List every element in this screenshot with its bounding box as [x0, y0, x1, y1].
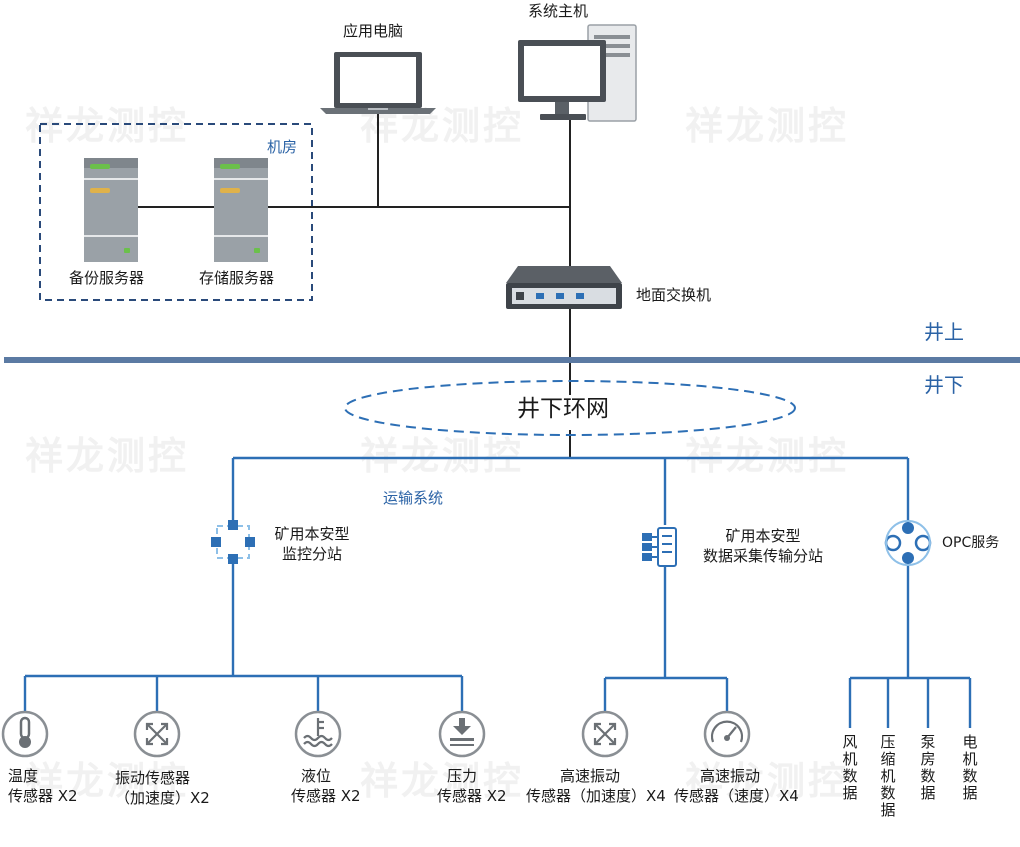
- daq-station-icon: [642, 527, 677, 567]
- machine-room-box: [39, 123, 313, 301]
- machine-room-label: 机房: [267, 138, 298, 156]
- liquid-level-icon: [294, 710, 342, 758]
- network-switch-icon: [506, 266, 622, 309]
- gauge-icon: [703, 710, 751, 758]
- server-icon: [214, 158, 268, 262]
- storage-server-label: 存储服务器: [199, 269, 275, 287]
- below-ground-label: 井下: [924, 373, 964, 397]
- host-label: 系统主机: [528, 2, 589, 20]
- laptop-icon: [320, 52, 436, 114]
- upper-links: [138, 114, 571, 458]
- vibration-icon: [581, 710, 629, 758]
- opc-data-label: 风机数据: [842, 733, 858, 802]
- ground-switch-label: 地面交换机: [636, 286, 712, 304]
- watermark: 祥龙测控: [360, 759, 525, 803]
- sensor-label: 温度 传感器 X2: [8, 767, 78, 805]
- above-ground-label: 井上: [924, 320, 964, 344]
- opc-data-label: 泵房数据: [920, 733, 936, 802]
- sensor-label: 高速振动 传感器（加速度）X4: [526, 767, 666, 805]
- lower-links: [23, 456, 972, 728]
- opc-service-icon: [884, 520, 932, 566]
- vibration-icon: [133, 710, 181, 758]
- ground-divider: [4, 357, 1020, 363]
- transport-system-label: 运输系统: [383, 489, 444, 507]
- ring-net-label: 井下环网: [517, 396, 609, 422]
- watermark: 祥龙测控: [360, 434, 525, 478]
- ring-net-ellipse: [344, 380, 796, 436]
- watermark: 祥龙测控: [25, 759, 190, 803]
- app-pc-label: 应用电脑: [343, 22, 404, 40]
- daq-station-label: 矿用本安型 数据采集传输分站: [702, 527, 823, 565]
- opc-data-label: 压缩机数据: [880, 733, 896, 819]
- opc-label: OPC服务: [942, 535, 1000, 551]
- watermark: 祥龙测控: [685, 759, 850, 803]
- server-icon: [84, 158, 138, 262]
- sensor-label: 高速振动 传感器（速度）X4: [674, 767, 799, 805]
- watermark: 祥龙测控: [25, 104, 190, 148]
- backup-server-label: 备份服务器: [69, 269, 145, 287]
- watermark: 祥龙测控: [25, 434, 190, 478]
- pressure-icon: [438, 710, 486, 758]
- opc-data-label: 电机数据: [962, 733, 978, 802]
- thermometer-icon: [1, 710, 49, 758]
- sensor-label: 液位 传感器 X2: [291, 767, 361, 805]
- monitor-station-icon: [211, 520, 255, 564]
- desktop-computer-icon: [518, 24, 637, 122]
- watermark: 祥龙测控: [685, 104, 850, 148]
- sensor-label: 压力 传感器 X2: [437, 767, 507, 805]
- monitor-station-label: 矿用本安型 监控分站: [274, 525, 350, 563]
- watermark: 祥龙测控: [685, 434, 850, 478]
- sensor-label: 振动传感器 （加速度）X2: [115, 769, 210, 807]
